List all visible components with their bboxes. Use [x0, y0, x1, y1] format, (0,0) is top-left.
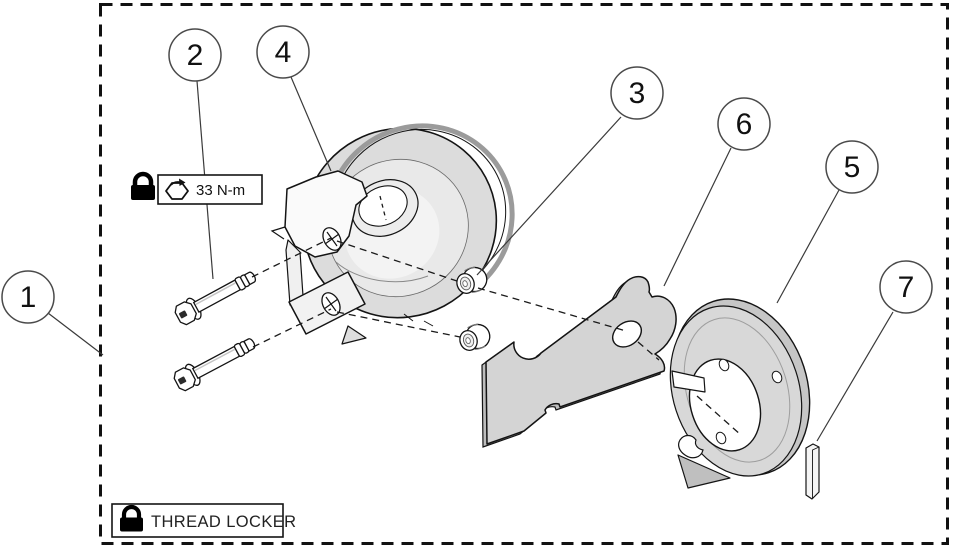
callout-number: 1 — [20, 281, 37, 314]
callout-4: 4 — [256, 25, 310, 79]
leader-line-7 — [816, 311, 894, 442]
callouts: 1 2 3 4 5 6 7 — [1, 25, 933, 324]
assembly-boundary-box — [99, 3, 949, 545]
torque-value: 33 N-m — [196, 182, 245, 199]
leader-line-3 — [476, 116, 622, 276]
callout-5: 5 — [825, 140, 879, 194]
callout-6: 6 — [717, 97, 771, 151]
callout-circle — [717, 97, 771, 151]
barrel-nut-lower — [455, 320, 494, 355]
flange-bolt-upper — [171, 264, 261, 329]
backing-plate-fold — [677, 454, 731, 489]
callout-1: 1 — [1, 270, 55, 324]
leader-line-4 — [290, 76, 332, 172]
gasket-center-hole — [611, 320, 643, 348]
callout-circle — [610, 66, 664, 120]
spacer-bar — [805, 443, 820, 500]
mounting-bracket — [270, 170, 368, 345]
callout-number: 7 — [898, 271, 915, 304]
callout-circle — [1, 270, 55, 324]
backing-plate-notch — [678, 434, 704, 459]
callout-number: 6 — [736, 108, 753, 141]
backing-plate-slot — [671, 370, 706, 393]
torque-spec-label: 33 N-m — [131, 171, 263, 205]
callout-3: 3 — [610, 66, 664, 120]
callout-circle — [879, 260, 933, 314]
hex-bolt-icon — [165, 178, 189, 200]
leader-line-5 — [776, 189, 840, 304]
flange-bolt-lower — [170, 331, 260, 395]
callout-7: 7 — [879, 260, 933, 314]
callout-leader-lines — [47, 76, 894, 442]
callout-circle — [256, 25, 310, 79]
gasket-plate — [481, 275, 677, 448]
leader-line-6 — [663, 147, 732, 287]
callout-circle — [825, 140, 879, 194]
callout-2: 2 — [168, 28, 222, 82]
leader-line-1 — [47, 312, 104, 356]
assembly-dashed-lines — [251, 195, 742, 436]
lock-icon — [120, 504, 143, 532]
thread-locker-label: THREAD LOCKER — [111, 503, 296, 538]
callout-number: 5 — [844, 151, 861, 184]
callout-number: 3 — [629, 77, 646, 110]
backing-plate-opening — [688, 358, 762, 452]
shield-rolled-rim — [332, 123, 515, 293]
callout-number: 4 — [275, 36, 292, 69]
thread-locker-text: THREAD LOCKER — [151, 513, 296, 531]
lock-icon — [131, 171, 155, 200]
callout-circle — [168, 28, 222, 82]
backing-plate — [669, 298, 811, 489]
callout-number: 2 — [187, 39, 204, 72]
